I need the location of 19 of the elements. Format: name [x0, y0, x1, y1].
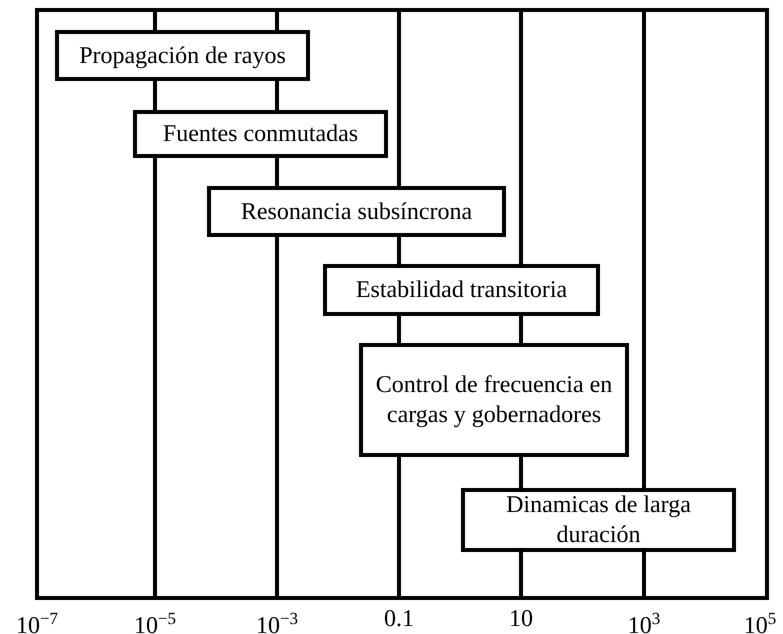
axis-tick-label: 10$^{5}$ — [744, 608, 776, 634]
axis-tick-label: 10$^{−7}$ — [16, 608, 58, 634]
axis-tick-label: 10 — [509, 605, 533, 634]
axis-tick-label: 10$^{−5}$ — [134, 608, 176, 634]
axis-tick-label: 0.1 — [384, 605, 414, 634]
box-label: Estabilidad transitoria — [356, 276, 568, 305]
box-label: Control de frecuencia en cargas y gobernadores — [374, 371, 614, 430]
box-label: Resonancia subsíncrona — [240, 198, 472, 226]
axis-tick-label: 10$^{3}$ — [628, 608, 660, 634]
axis-tick-label: 10$^{−3}$ — [256, 608, 298, 634]
timescale-box — [461, 488, 736, 552]
box-label: Propagación de rayos — [79, 42, 286, 70]
timescale-box — [55, 30, 310, 81]
box-label: Fuentes conmutadas — [162, 120, 358, 149]
timescale-box — [323, 264, 600, 316]
timescale-box — [359, 343, 629, 457]
timescale-box — [133, 110, 388, 158]
box-label: Dinamicas de larga duración — [505, 491, 692, 550]
timescale-box — [207, 186, 506, 237]
